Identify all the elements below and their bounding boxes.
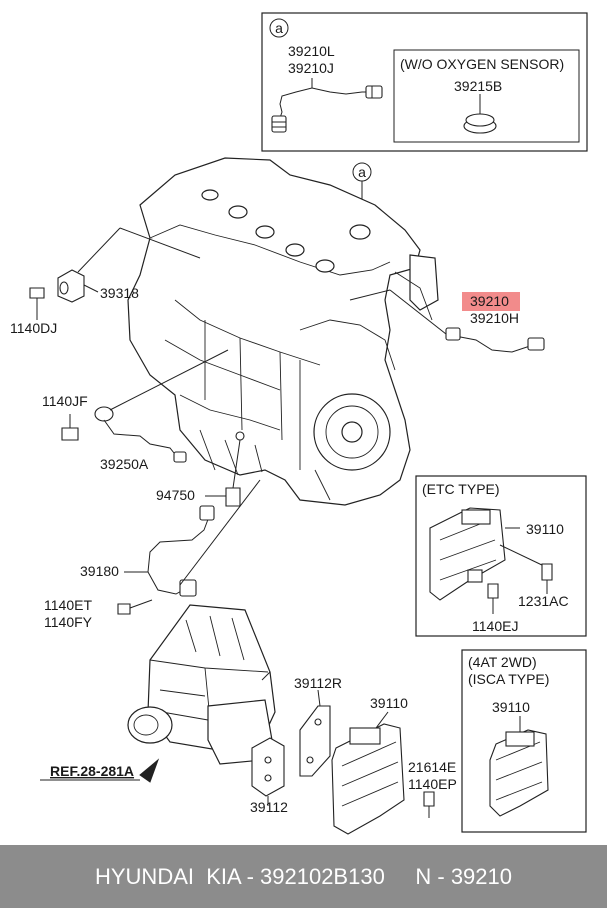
no-oxygen-sensor-title: (W/O OXYGEN SENSOR)	[400, 56, 564, 72]
part-label-39250A[interactable]: 39250A	[100, 456, 149, 472]
etc-part-label-1140EJ[interactable]: 1140EJ	[472, 618, 518, 634]
ecu-39110	[331, 711, 435, 835]
highlight-39210	[462, 292, 520, 311]
plug-cap-drawing	[463, 94, 497, 134]
reference-label[interactable]: REF.28-281A	[50, 763, 134, 779]
part-label-1140EP[interactable]: 1140EP	[408, 776, 457, 792]
callout-box-marker: a	[275, 20, 283, 36]
air-cleaner-drawing	[127, 604, 276, 765]
ref-arrow	[40, 758, 160, 783]
part-label-39210L[interactable]: 39210L	[288, 43, 335, 59]
isca-box-title-line1: (4AT 2WD)	[468, 654, 537, 670]
part-label-39110-main[interactable]: 39110	[370, 695, 408, 711]
isca-box-title-line2: (ISCA TYPE)	[468, 671, 549, 687]
part-label-1140DJ[interactable]: 1140DJ	[10, 320, 57, 336]
etc-box-title: (ETC TYPE)	[422, 481, 500, 497]
engine-block-drawing	[127, 157, 439, 506]
isca-part-label-39110[interactable]: 39110	[492, 699, 530, 715]
oxygen-sensor-drawing	[271, 78, 383, 133]
part-label-39112[interactable]: 39112	[250, 799, 288, 815]
callout-marker-text: a	[358, 164, 366, 180]
part-number-footer: HYUNDAI KIA - 392102B130 N - 39210	[0, 845, 607, 908]
oxygen-sensor-39210	[349, 289, 545, 353]
part-label-39318[interactable]: 39318	[100, 285, 139, 301]
part-label-94750[interactable]: 94750	[156, 487, 195, 503]
bracket-39112	[251, 737, 285, 806]
etc-part-label-1231AC[interactable]: 1231AC	[518, 593, 569, 609]
bracket-39112R	[299, 689, 331, 777]
cam-sensor-39318	[29, 227, 201, 320]
etc-type-box: (ETC TYPE)	[415, 475, 587, 637]
bolt-1140ET	[117, 599, 153, 615]
callout-a-box: a 39210L 39210J (W/O OXYGEN SENSOR) 3921…	[261, 12, 588, 152]
part-label-39210H[interactable]: 39210H	[470, 310, 519, 326]
part-label-39180[interactable]: 39180	[80, 563, 119, 579]
part-label-21614E[interactable]: 21614E	[408, 759, 456, 775]
part-label-1140FY[interactable]: 1140FY	[44, 614, 93, 630]
part-label-1140ET[interactable]: 1140ET	[44, 597, 92, 613]
part-label-39210J[interactable]: 39210J	[288, 60, 334, 76]
isca-type-box: (4AT 2WD) (ISCA TYPE)	[461, 649, 587, 833]
part-label-39112R[interactable]: 39112R	[294, 675, 342, 691]
part-label-39210[interactable]: 39210	[470, 293, 509, 309]
oil-switch-94750	[205, 431, 245, 507]
part-label-39215B[interactable]: 39215B	[454, 78, 502, 94]
footer-spacer	[385, 864, 416, 890]
footer-brand-part: HYUNDAI KIA - 392102B130	[94, 863, 385, 889]
engine-sensor-diagram: a 39210L 39210J (W/O OXYGEN SENSOR) 3921…	[10, 12, 588, 835]
part-label-1140JF[interactable]: 1140JF	[42, 393, 88, 409]
etc-part-label-39110[interactable]: 39110	[526, 521, 564, 537]
crank-sensor-39180	[124, 479, 261, 597]
footer-ref-part: N - 39210	[415, 863, 512, 889]
knock-sensor-39250A	[61, 349, 229, 463]
